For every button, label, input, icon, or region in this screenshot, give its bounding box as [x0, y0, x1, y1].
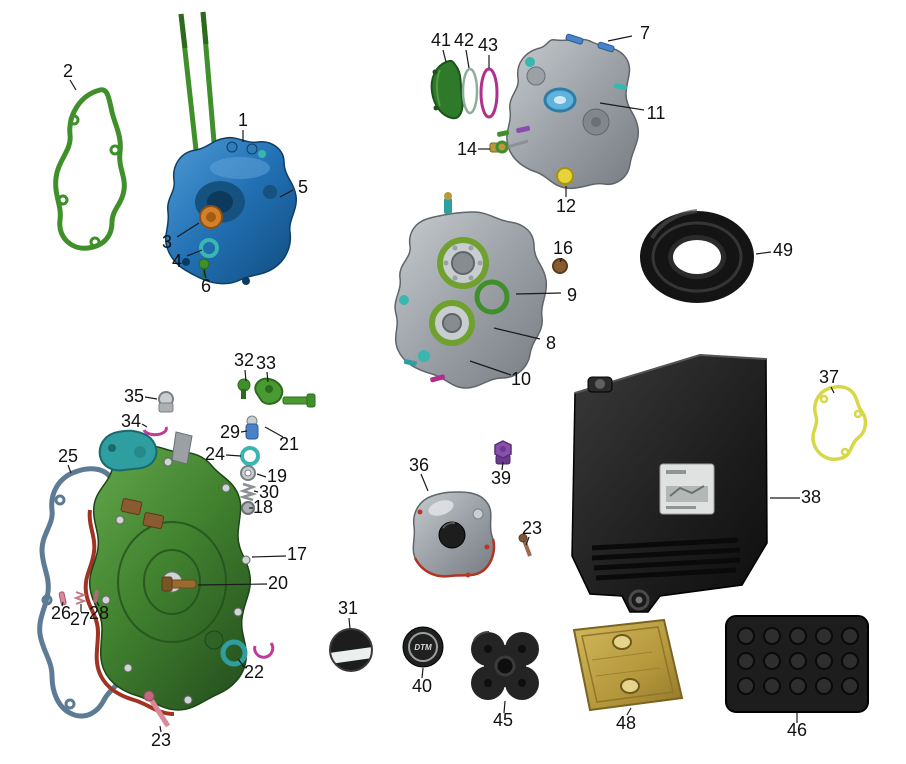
callout-30: 30 — [259, 482, 279, 502]
clutch-cover-part-17 — [83, 445, 252, 716]
cover-sticker — [659, 463, 715, 515]
callout-2: 2 — [63, 61, 73, 81]
gasket-part-37 — [811, 384, 868, 461]
plate-part-48 — [572, 618, 684, 712]
callout-24: 24 — [205, 444, 225, 464]
cap-part-31 — [327, 628, 375, 672]
bolt-part-21 — [282, 393, 316, 408]
cap-part-41 — [430, 59, 464, 120]
bolt-part-23-mid — [518, 533, 532, 557]
callout-29: 29 — [220, 422, 240, 442]
crankcase-center-part-8-9-10 — [394, 192, 568, 389]
damper-part-45 — [471, 630, 539, 700]
callout-21: 21 — [279, 434, 299, 454]
callout-9: 9 — [567, 285, 577, 305]
callout-32: 32 — [234, 350, 254, 370]
bolt-part-20 — [161, 576, 197, 592]
plug-part-35 — [158, 391, 174, 413]
side-cover-part-38 — [571, 353, 768, 613]
callout-45: 45 — [493, 710, 513, 730]
washer-part-18 — [241, 501, 255, 515]
seal-part-4 — [199, 238, 219, 258]
callout-37: 37 — [819, 367, 839, 387]
clamp-part-33 — [254, 377, 284, 405]
leader-lines — [61, 35, 835, 733]
nut-part-39 — [494, 440, 512, 465]
plug-part-12 — [556, 167, 574, 185]
callout-38: 38 — [801, 487, 821, 507]
valve-part-29 — [245, 415, 259, 440]
bolt-part-6 — [198, 258, 210, 277]
bolt-part-23-left — [143, 690, 171, 728]
cap-logo-text: DTM — [414, 643, 432, 652]
cap-part-40: DTM — [402, 626, 444, 668]
callout-17: 17 — [287, 544, 307, 564]
seal-part-22 — [220, 639, 248, 667]
callout-31: 31 — [338, 598, 358, 618]
callout-43: 43 — [478, 35, 498, 55]
callout-28: 28 — [89, 603, 109, 623]
washer-part-19 — [240, 465, 256, 481]
callout-27: 27 — [70, 609, 90, 629]
callout-19: 19 — [267, 466, 287, 486]
callout-4: 4 — [172, 251, 182, 271]
callout-41: 41 — [431, 30, 451, 50]
callout-40: 40 — [412, 676, 432, 696]
ring-part-24 — [240, 446, 260, 466]
o-ring-part-34 — [142, 426, 168, 437]
callout-33: 33 — [256, 353, 276, 373]
callout-20: 20 — [268, 573, 288, 593]
callout-23-mid: 23 — [522, 518, 542, 538]
ring-part-10 — [474, 279, 510, 315]
callout-42: 42 — [454, 30, 474, 50]
callout-18: 18 — [253, 497, 273, 517]
oil-seal-part-49 — [640, 209, 754, 303]
callout-48: 48 — [616, 713, 636, 733]
water-pump-cover — [98, 429, 158, 472]
plug-part-16 — [552, 258, 568, 274]
callout-14: 14 — [457, 139, 477, 159]
crankcase-left-part-1 — [165, 11, 297, 285]
o-ring-part-42 — [461, 67, 479, 115]
fitting-part-14 — [489, 139, 529, 154]
callout-10: 10 — [511, 369, 531, 389]
pin-part-28 — [93, 590, 99, 603]
callout-1: 1 — [238, 110, 248, 130]
callout-49: 49 — [773, 240, 793, 260]
callout-6: 6 — [201, 276, 211, 296]
callout-5: 5 — [298, 177, 308, 197]
cover-part-36 — [412, 491, 496, 578]
callout-25: 25 — [58, 446, 78, 466]
callout-35: 35 — [124, 386, 144, 406]
pad-part-46 — [725, 615, 869, 713]
callout-22: 22 — [244, 662, 264, 682]
callout-12: 12 — [556, 196, 576, 216]
callout-34: 34 — [121, 411, 141, 431]
callout-16: 16 — [553, 238, 573, 258]
callout-23-left: 23 — [151, 730, 171, 750]
callout-3: 3 — [162, 232, 172, 252]
pin-part-26 — [58, 591, 67, 606]
snap-ring-part-22 — [253, 642, 275, 659]
callout-26: 26 — [51, 603, 71, 623]
o-ring-part-43 — [479, 67, 499, 119]
fitting-part-32 — [237, 378, 251, 399]
callout-36: 36 — [409, 455, 429, 475]
callouts: 2 1 5 3 4 6 41 42 43 7 11 14 12 16 9 8 1… — [51, 23, 839, 750]
callout-7: 7 — [640, 23, 650, 43]
callout-46: 46 — [787, 720, 807, 740]
spring-part-30 — [238, 482, 258, 502]
spring-part-27 — [73, 591, 87, 605]
callout-8: 8 — [546, 333, 556, 353]
crankcase-right-part-7 — [497, 33, 640, 190]
callout-11: 11 — [647, 103, 666, 123]
bracket — [171, 431, 193, 465]
callout-39: 39 — [491, 468, 511, 488]
gasket-part-2 — [53, 87, 127, 251]
